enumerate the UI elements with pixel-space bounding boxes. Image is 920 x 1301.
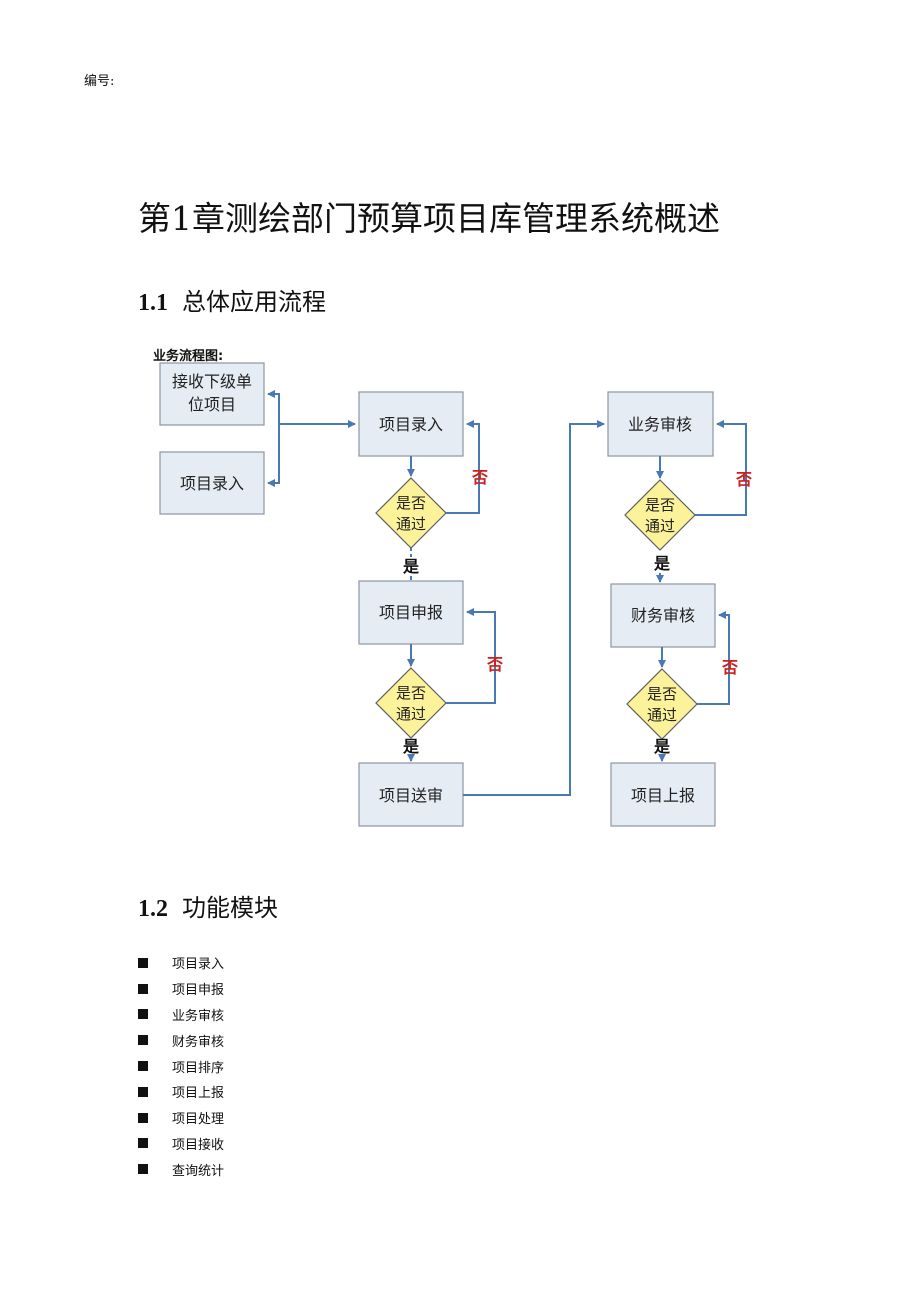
list-item: 项目录入: [138, 950, 224, 976]
section-number: 1.2: [138, 896, 168, 922]
arrow-no-loop-1: [446, 420, 480, 514]
arrow-no-loop-3: [695, 420, 747, 516]
list-item: 项目接收: [138, 1131, 224, 1157]
section-heading-function-modules: 1.2 功能模块: [138, 888, 278, 923]
no-label-2: 否: [486, 655, 503, 674]
submit-box: [358, 580, 464, 645]
diamond-2-line2: 通过: [396, 705, 426, 723]
biz-review-box: [607, 391, 714, 457]
module-label: 项目处理: [172, 1112, 225, 1128]
receive-subordinate-box: [159, 362, 265, 426]
yes-label-1: 是: [402, 557, 419, 576]
list-item: 项目排序: [138, 1053, 224, 1079]
square-bullet-icon: [138, 1112, 148, 1123]
diamond-4-line2: 通过: [647, 706, 677, 724]
section-number: 1.1: [138, 290, 168, 316]
square-bullet-icon: [138, 1035, 148, 1046]
diamond-3-line1: 是否: [645, 496, 675, 514]
diamond-2-line1: 是否: [396, 684, 426, 702]
module-label: 财务审核: [172, 1034, 225, 1050]
submit-label: 项目申报: [379, 603, 443, 622]
decision-diamond-1: [375, 477, 447, 549]
square-bullet-icon: [138, 1061, 148, 1072]
list-item: 查询统计: [138, 1156, 224, 1182]
yes-label-3: 是: [653, 554, 670, 573]
square-bullet-icon: [138, 1164, 148, 1175]
no-label-1: 否: [471, 468, 488, 487]
report-up-label: 项目上报: [631, 786, 695, 805]
arrow-to-receive: [267, 390, 280, 424]
square-bullet-icon: [138, 1138, 148, 1149]
report-up-box: [610, 762, 716, 827]
arrow-no-loop-2: [446, 608, 496, 704]
section-heading-overall-flow: 1.1 总体应用流程: [138, 282, 326, 317]
decision-diamond-3: [624, 479, 696, 551]
biz-review-label: 业务审核: [628, 415, 692, 434]
section-title: 功能模块: [182, 894, 278, 922]
list-item: 项目上报: [138, 1079, 224, 1105]
decision-diamond-2: [375, 667, 447, 739]
list-item: 项目申报: [138, 976, 224, 1002]
chapter-title: 第1章测绘部门预算项目库管理系统概述: [138, 199, 720, 238]
no-label-4: 否: [721, 658, 738, 677]
module-list: 项目录入 项目申报 业务审核 财务审核 项目排序 项目上报 项目处理 项目接收 …: [138, 950, 224, 1182]
fin-review-box: [610, 583, 716, 648]
square-bullet-icon: [138, 983, 148, 994]
entry-box: [358, 391, 464, 457]
module-label: 查询统计: [172, 1163, 225, 1179]
module-label: 项目排序: [172, 1060, 225, 1076]
list-item: 业务审核: [138, 1002, 224, 1028]
module-label: 项目录入: [172, 957, 225, 973]
entry-left-label: 项目录入: [180, 474, 244, 493]
diamond-3-line2: 通过: [645, 517, 675, 535]
document-number-label: 编号:: [84, 74, 115, 89]
square-bullet-icon: [138, 1009, 148, 1020]
module-label: 业务审核: [172, 1008, 225, 1024]
send-review-label: 项目送审: [379, 786, 443, 805]
diamond-1-line1: 是否: [396, 494, 426, 512]
arrow-no-loop-4: [697, 611, 730, 705]
square-bullet-icon: [138, 957, 148, 968]
yes-label-2: 是: [402, 737, 419, 756]
module-label: 项目申报: [172, 983, 225, 999]
diamond-4-line1: 是否: [647, 685, 677, 703]
send-review-box: [358, 762, 464, 827]
entry-box-left: [159, 451, 265, 515]
square-bullet-icon: [138, 1086, 148, 1097]
entry-label: 项目录入: [379, 415, 443, 434]
receive-label-line2: 位项目: [188, 395, 236, 414]
fin-review-label: 财务审核: [631, 606, 695, 625]
decision-diamond-4: [626, 668, 698, 740]
list-item: 项目处理: [138, 1105, 224, 1131]
arrow-to-entry-left: [267, 424, 280, 487]
flowchart-caption: 业务流程图:: [153, 349, 224, 364]
no-label-3: 否: [735, 470, 752, 489]
yes-label-4: 是: [653, 737, 670, 756]
module-label: 项目上报: [172, 1086, 225, 1102]
arrow-to-biz-review: [463, 420, 605, 796]
receive-label-line1: 接收下级单: [172, 372, 252, 391]
diamond-1-line2: 通过: [396, 515, 426, 533]
module-label: 项目接收: [172, 1137, 225, 1153]
section-title: 总体应用流程: [182, 288, 326, 316]
list-item: 财务审核: [138, 1027, 224, 1053]
